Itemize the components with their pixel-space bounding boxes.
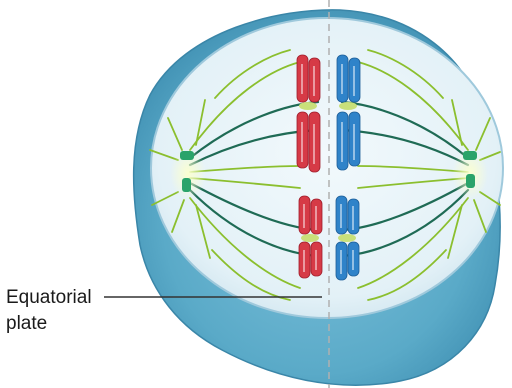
- centrosome-left: [170, 148, 206, 200]
- centriole-icon: [180, 151, 194, 160]
- equatorial-plate-label-line2: plate: [6, 312, 47, 335]
- centriole-icon: [463, 151, 477, 160]
- equatorial-plate-label-line1: Equatorial: [6, 286, 92, 309]
- centriole-icon: [466, 174, 475, 188]
- centriole-icon: [182, 178, 191, 192]
- centrosome-right: [452, 148, 488, 200]
